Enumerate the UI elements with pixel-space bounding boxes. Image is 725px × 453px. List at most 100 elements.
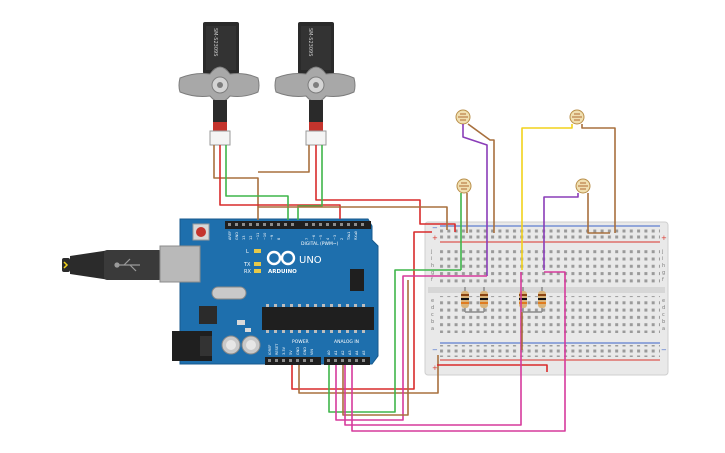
wire-servo2-power xyxy=(315,145,456,232)
row-letter: a xyxy=(662,326,665,332)
pin-a0-label: A0 xyxy=(327,350,331,355)
pin-a3-label: A3 xyxy=(348,350,352,355)
pin-gnd-label: GND xyxy=(303,347,307,355)
servo-1-model-label: SM-S2309S xyxy=(212,28,218,56)
row-letter: h xyxy=(662,263,665,269)
pin-6-label: ~6 xyxy=(312,235,316,240)
row-letter: j xyxy=(661,249,663,255)
wire-servo1-ground xyxy=(213,145,259,220)
resistor[interactable] xyxy=(538,287,546,312)
pin-gnd-label: GND xyxy=(296,347,300,355)
servo-motor-1[interactable]: SM-S2309S xyxy=(178,22,260,146)
pin-13-label: 13 xyxy=(242,236,246,240)
pin-8-label: 8 xyxy=(277,238,281,240)
wire-ldr-4-purple xyxy=(543,193,579,270)
photoresistor[interactable] xyxy=(569,109,585,125)
led-l-label: L xyxy=(246,249,249,255)
usb-icon xyxy=(114,258,140,272)
row-letters-top: j i h g f j i h g f xyxy=(430,249,665,283)
resistor[interactable] xyxy=(480,287,488,312)
pin-tx-label: TX▸1 xyxy=(347,231,351,241)
wire-a3-magenta xyxy=(351,271,566,432)
servo-motor-2[interactable]: SM-S2309S xyxy=(274,22,356,146)
digital-header-label: DIGITAL (PWM~) xyxy=(301,241,339,247)
pin-a1-label: A1 xyxy=(334,350,338,355)
pin-ioref-label: IOREF xyxy=(268,345,272,355)
row-letters-bottom: e d c b a e d c b a xyxy=(431,298,665,332)
arduino-uno-board: L TX RX ARDUINO UNO AREF GND 13 12 ~11 ~… xyxy=(62,218,379,365)
pin-4-label: 4 xyxy=(326,237,330,240)
pin-rx-label: RX◂0 xyxy=(354,231,358,240)
wire-a2-magenta xyxy=(344,272,522,426)
pin-reset-label: RESET xyxy=(275,343,279,355)
usb-cable xyxy=(62,250,162,280)
pin-3v3-label: 3.3V xyxy=(282,346,286,355)
wire-ldr-2-brown xyxy=(581,124,616,233)
arduino-brand-label: ARDUINO xyxy=(268,269,297,275)
analog-header-label: ANALOG IN xyxy=(334,339,359,345)
wire-gnd-brown-lower xyxy=(298,355,439,394)
led-l xyxy=(254,249,261,253)
pin-10-label: ~10 xyxy=(263,233,267,240)
pin-aref-label: AREF xyxy=(228,231,232,240)
breadboard: + − + − + − j i h g f j i h g f e d c b … xyxy=(424,221,669,376)
usb-port xyxy=(159,245,201,283)
wire-5v-red xyxy=(291,231,432,390)
wire-a0-green xyxy=(328,269,461,413)
wires xyxy=(213,123,616,432)
photoresistor[interactable] xyxy=(455,109,471,125)
row-letter: j xyxy=(430,249,432,255)
rail-plus-label-top-right: + xyxy=(661,234,667,242)
top-power-rail xyxy=(440,225,660,243)
wire-ldr-1-purple xyxy=(462,124,488,276)
row-letter: i xyxy=(431,256,432,262)
resistor[interactable] xyxy=(461,287,469,312)
analog-header xyxy=(324,357,370,365)
pin-11-label: ~11 xyxy=(256,233,260,240)
pin-3-label: ~3 xyxy=(333,235,337,240)
row-letter: g xyxy=(431,270,434,276)
bottom-power-rail xyxy=(440,342,660,361)
row-letter: b xyxy=(662,319,665,325)
row-letter: f xyxy=(431,277,433,283)
row-letter: c xyxy=(431,312,434,318)
row-letter: f xyxy=(662,277,664,283)
power-header-label: POWER xyxy=(292,339,309,345)
bottom-terminal-strip xyxy=(440,296,660,333)
wire-servo1-signal xyxy=(225,145,289,220)
wire-gnd-breadboard xyxy=(258,206,448,230)
row-letter: d xyxy=(662,305,665,311)
row-letter: g xyxy=(662,270,665,276)
row-letter: e xyxy=(431,298,434,304)
pin-9-label: ~9 xyxy=(270,235,274,240)
rail-minus-label-top: − xyxy=(432,224,438,232)
photoresistor[interactable] xyxy=(456,178,472,194)
wire-ldr-1-brown xyxy=(467,123,495,233)
atmega-chip xyxy=(262,307,374,330)
digital-header xyxy=(225,221,371,229)
row-letter: d xyxy=(431,305,434,311)
top-terminal-strip xyxy=(440,247,660,284)
rail-minus-label-bottom-right: − xyxy=(661,346,667,354)
pin-12-label: 12 xyxy=(249,236,253,240)
pin-2-label: 2 xyxy=(340,238,344,240)
photoresistor[interactable] xyxy=(575,178,591,194)
rail-plus-label-top: + xyxy=(432,234,438,242)
wire-servo2-ground xyxy=(258,145,310,173)
row-letter: c xyxy=(662,312,665,318)
pin-gnd-label: GND xyxy=(235,232,239,240)
wire-servo1-power xyxy=(219,145,341,219)
rail-minus-label-bottom: − xyxy=(432,346,438,354)
center-channel xyxy=(428,287,665,293)
led-tx xyxy=(254,262,261,266)
pin-a4-label: A4 xyxy=(355,350,359,355)
servo-2-model-label: SM-S2309S xyxy=(307,28,313,56)
row-letter: i xyxy=(662,256,663,262)
wire-ldr-2-yellow xyxy=(521,124,573,270)
rail-plus-label-bottom: + xyxy=(432,364,438,372)
crystal xyxy=(211,286,247,300)
voltage-regulator xyxy=(199,306,217,324)
icsp-header xyxy=(350,269,364,291)
wire-ldr-4-brown xyxy=(587,193,610,234)
